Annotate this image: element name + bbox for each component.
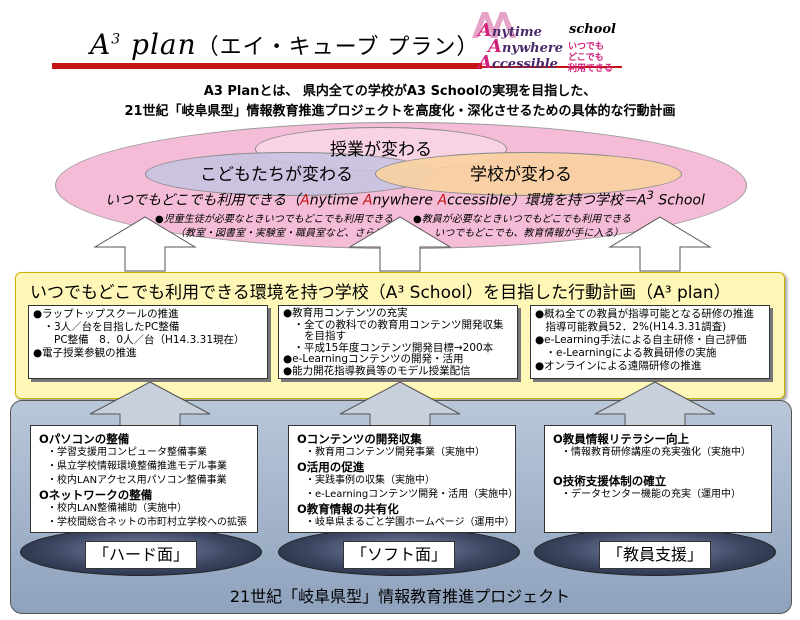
- project-title: 21世紀「岐阜県型」情報教育推進プロジェクト: [229, 587, 571, 606]
- title-underline-thin: [482, 66, 622, 68]
- foundation-item: ・校内LANアクセス用パソコン整備事業: [47, 475, 227, 486]
- intro-line-2: 21世紀「岐阜県型」情報教育推進プロジェクトを高度化・深化させるための具体的な行…: [124, 104, 676, 119]
- plan-card-line: ●オンラインによる遠隔研修の推進: [535, 360, 702, 372]
- vision-children-text: こどもたちが変わる: [200, 165, 353, 185]
- up-arrow-icon: [348, 216, 452, 272]
- logo-anywhere: Anywhere: [488, 36, 564, 57]
- intro-line-1: A3 Planとは、 県内全ての学校がA3 Schoolの実現を目指した、: [203, 84, 597, 99]
- plan-card-line: ●教育用コンテンツの充実: [283, 307, 408, 319]
- foundation-item: ・情報教育研修講座の充実強化（実施中）: [561, 447, 751, 458]
- plan-card-line: ●ラップトップスクールの推進: [33, 308, 179, 320]
- up-arrow-icon: [89, 381, 211, 427]
- foundation-card-software: Oコンテンツの開発収集 ・教育用コンテンツ開発事業（実施中） O活用の促進 ・実…: [288, 425, 519, 533]
- vision-school-text: 学校が変わる: [470, 165, 572, 185]
- plan-card-line: ・e-Learningによる教員研修の実施: [535, 347, 717, 359]
- plan-card-line: 指導可能教員52．2%(H14.3.31調査): [535, 321, 727, 333]
- plan-card-line: ●電子授業参観の推進: [33, 347, 137, 359]
- up-arrow-icon: [93, 216, 197, 272]
- foundation-item: ・実践事例の収集（実施中）: [305, 475, 435, 486]
- plan-card-line: ・平成15年度コンテンツ開発目標→200本: [283, 341, 494, 354]
- spacer: [553, 460, 763, 474]
- foundation-card-teacher-support: O教員情報リテラシー向上 ・情報教育研修講座の充実強化（実施中） O技術支援体制…: [544, 425, 772, 533]
- action-plan-title: いつでもどこでも利用できる環境を持つ学校（A³ School）を目指した行動計画…: [30, 283, 731, 303]
- foundation-heading: O教員情報リテラシー向上: [553, 432, 690, 446]
- plan-card-line: ●概ね全ての教員が指導可能となる研修の推進: [535, 308, 754, 320]
- logo-accessible: Accessible: [478, 52, 558, 73]
- foundation-heading: Oネットワークの整備: [39, 488, 153, 502]
- foundation-heading: O技術支援体制の確立: [553, 474, 667, 488]
- foundation-card-hardware: Oパソコンの整備 ・学習支援用コンピュータ整備事業 ・県立学校情報環境整備推進モ…: [30, 425, 258, 533]
- plan-card-line: を目指す: [283, 330, 346, 342]
- vision-school-ellipse: [375, 152, 682, 196]
- a-cube-logo-icon: [472, 12, 516, 38]
- plan-card-line: ●e-Learningコンテンツの開発・活用: [283, 353, 464, 365]
- foundation-item: ・教育用コンテンツ開発事業（実施中）: [305, 447, 485, 458]
- foundation-heading: Oコンテンツの開発収集: [297, 432, 422, 446]
- up-arrow-icon: [608, 216, 712, 272]
- foundation-heading: Oパソコンの整備: [39, 432, 130, 446]
- page-title: A3 plan（エイ・キューブ プラン）: [90, 28, 480, 61]
- teacher-support-label: 「教員支援」: [599, 541, 711, 569]
- hardware-label: 「ハード面」: [85, 541, 197, 569]
- vision-bullet-1: ●児童生徒が必要なときいつでもどこでも利用できる ●教員が必要なときいつでもどこ…: [155, 214, 632, 225]
- foundation-item: ・岐阜県まるごと学園ホームページ（運用中）: [305, 517, 515, 528]
- title-underline: [52, 63, 482, 69]
- plan-card-line: ●e-Learning手法による自主研修・自己評価: [535, 334, 747, 346]
- foundation-item: ・学校間総合ネットの市町村立学校への拡張: [47, 517, 247, 528]
- foundation-heading: O活用の促進: [297, 460, 365, 474]
- foundation-heading: O教育情報の共有化: [297, 502, 399, 516]
- foundation-item: ・県立学校情報環境整備推進モデル事業: [47, 461, 227, 472]
- plan-card-teacher-support: ●概ね全ての教員が指導可能となる研修の推進 指導可能教員52．2%(H14.3.…: [530, 305, 770, 379]
- foundation-item: ・校内LAN整備補助（実施中）: [47, 503, 188, 514]
- logo-jp-2: どこでも: [568, 53, 604, 63]
- logo-school: school: [569, 22, 616, 37]
- logo-anytime: Anytime: [478, 20, 542, 41]
- logo-jp-1: いつでも: [568, 42, 605, 52]
- plan-card-line: ●能力開花指導教員等のモデル授業配信: [283, 364, 471, 377]
- foundation-item: ・e-Learningコンテンツ開発・活用（実施中）: [305, 489, 519, 500]
- plan-card-line: PC整備 8．0人／台（H14.3.31現在）: [33, 334, 245, 346]
- plan-card-software: ●教育用コンテンツの充実 ・全ての教科での教育用コンテンツ開発収集 を目指す ・…: [278, 305, 518, 379]
- plan-card-line: ・全ての教科での教育用コンテンツ開発収集: [283, 318, 504, 331]
- logo-jp-3: 利用できる: [568, 64, 613, 74]
- foundation-item: ・データセンター機能の充実（運用中）: [561, 489, 741, 500]
- software-label: 「ソフト面」: [343, 541, 455, 569]
- plan-card-line: ・3人／台を目指したPC整備: [33, 321, 180, 333]
- a3-school-definition: いつでもどこでも利用できる（Anytime Anywhere Accessibl…: [105, 188, 705, 209]
- vision-class-text: 授業が変わる: [330, 140, 432, 160]
- foundation-item: ・学習支援用コンピュータ整備事業: [47, 447, 207, 458]
- up-arrow-icon: [594, 381, 716, 427]
- plan-card-hardware: ●ラップトップスクールの推進 ・3人／台を目指したPC整備 PC整備 8．0人／…: [28, 305, 268, 379]
- up-arrow-icon: [339, 381, 461, 427]
